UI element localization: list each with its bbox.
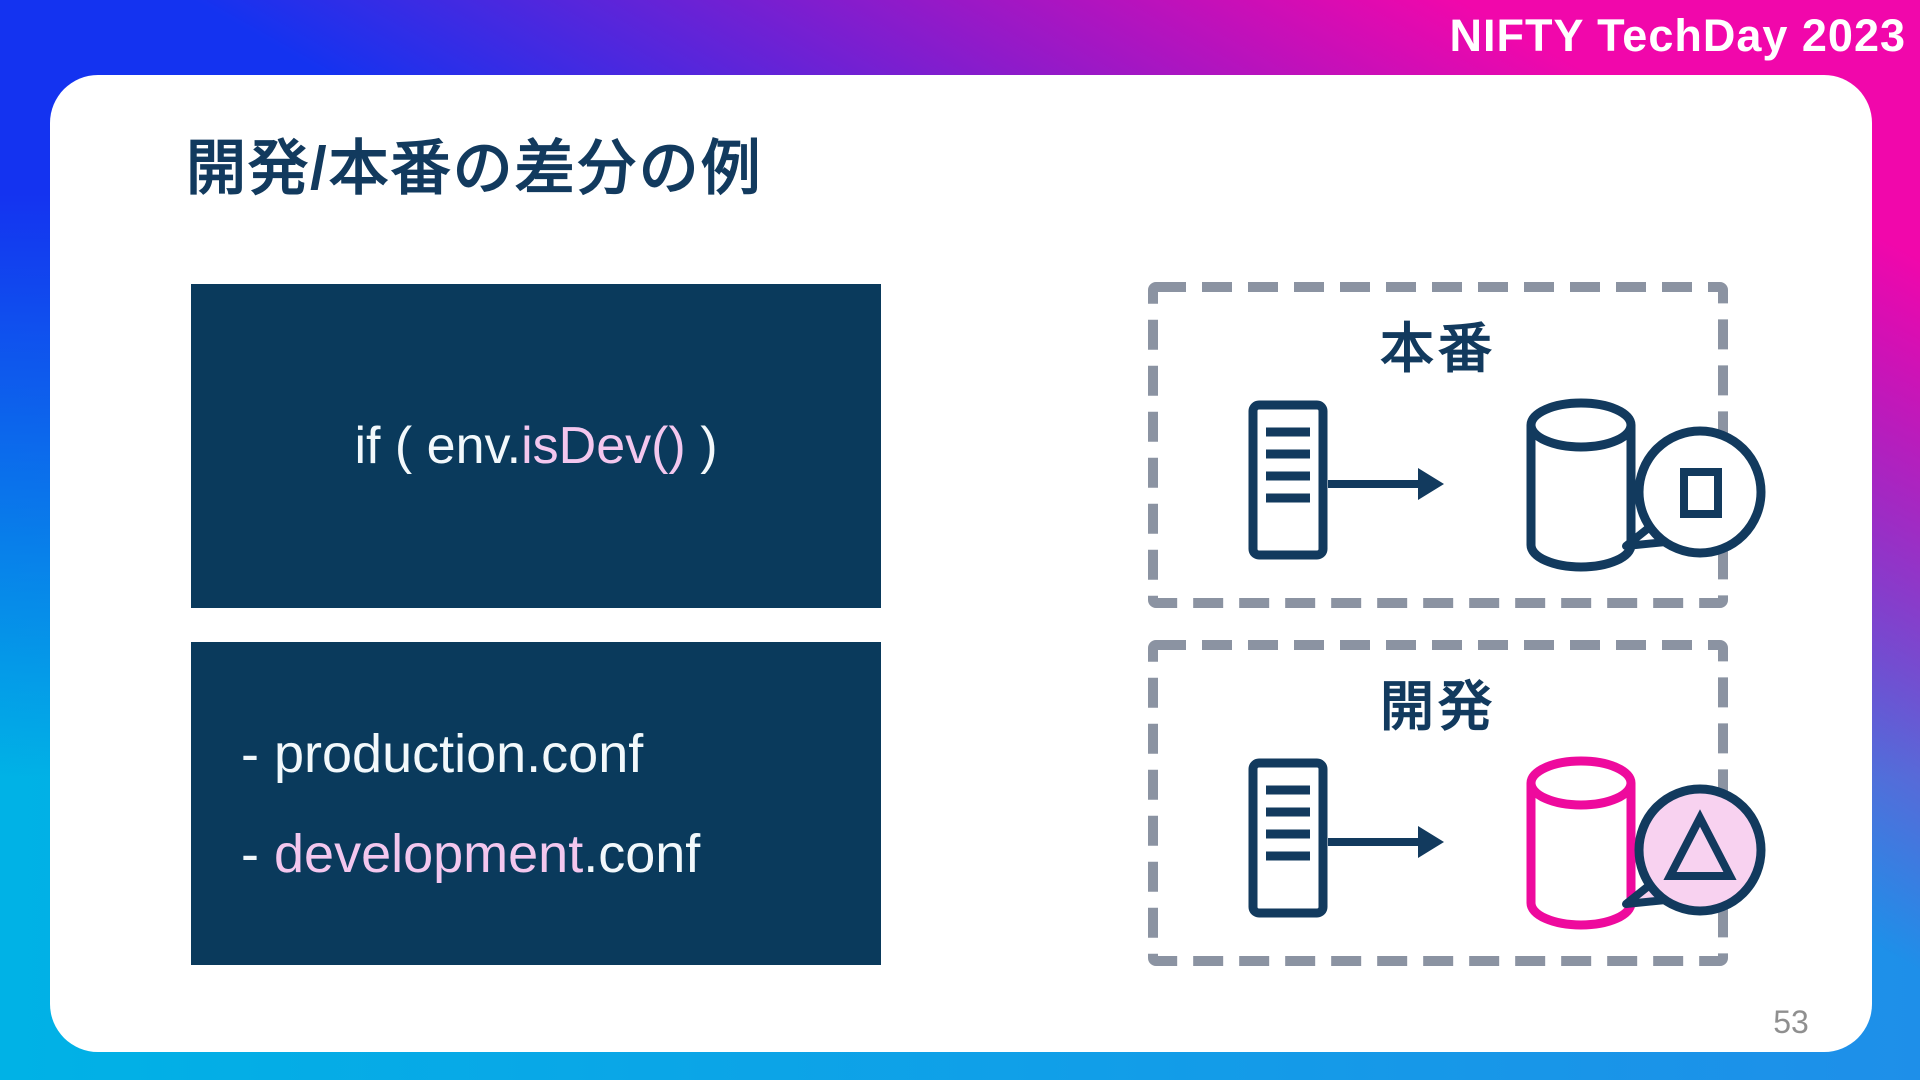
dashed-border <box>1148 282 1728 608</box>
env-label-production: 本番 <box>1380 319 1496 379</box>
code-segment: - production.conf <box>241 723 644 784</box>
speech-bubble-icon <box>1622 426 1766 558</box>
code-block-conf-files: - production.conf - development.conf <box>191 642 881 965</box>
code-segment: if ( env. <box>354 417 522 475</box>
arrow-icon <box>1328 826 1444 858</box>
code-segment: ) <box>685 417 718 475</box>
slide-title: 開発/本番の差分の例 <box>186 135 763 202</box>
env-box-production: 本番 <box>1148 282 1766 608</box>
arrow-icon <box>1328 468 1444 500</box>
event-logo: NIFTY TechDay 2023 <box>1449 10 1906 61</box>
triangle-icon <box>1663 809 1737 880</box>
code-segment: .conf <box>583 823 701 884</box>
code-block-if-env: if ( env.isDev() ) <box>191 284 881 608</box>
env-label-development: 開発 <box>1380 677 1496 737</box>
code-line-development: - development.conf <box>241 823 881 885</box>
code-segment-highlight: isDev() <box>521 417 686 475</box>
server-icon <box>1248 400 1328 560</box>
server-icon <box>1248 758 1328 918</box>
database-icon <box>1526 398 1636 572</box>
database-icon <box>1526 756 1636 930</box>
code-segment: - <box>241 823 274 884</box>
env-box-development: 開発 <box>1148 640 1766 966</box>
code-segment-highlight: development <box>274 823 584 884</box>
dashed-border <box>1148 640 1728 966</box>
page-number: 53 <box>1773 1004 1809 1040</box>
code-line-production: - production.conf <box>241 723 881 785</box>
speech-bubble-icon <box>1622 784 1766 916</box>
square-icon <box>1680 468 1722 518</box>
